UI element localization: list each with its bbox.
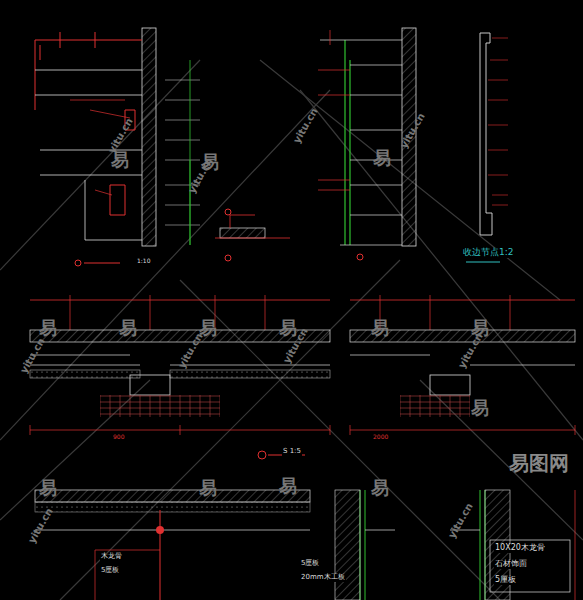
ceiling-detail [35, 490, 310, 600]
small-detail [215, 209, 290, 261]
watermark: 易 [370, 478, 390, 498]
watermark: yitu.cn [445, 500, 475, 541]
watermark: yitu.cn [290, 105, 320, 146]
plan-sections [30, 295, 575, 459]
watermark: 易 [278, 476, 298, 496]
annotation: 5厘板 [300, 560, 320, 568]
wall-detail [335, 490, 575, 600]
watermark: 易 [470, 398, 490, 418]
watermark: 易 [372, 148, 392, 168]
annotation: 木龙骨 [100, 553, 123, 561]
annotation: S 1:5 [282, 448, 302, 456]
watermark-lines [0, 60, 583, 600]
annotation: 5厘板 [100, 567, 120, 575]
annotation: 收边节点1:2 [462, 248, 514, 258]
watermark: 易 [198, 478, 218, 498]
annotation: 5厘板 [494, 576, 517, 585]
annotation: 石材饰面 [494, 560, 528, 569]
elevation-section-left [35, 28, 200, 266]
annotation: 1:10 [136, 258, 151, 265]
watermark: 易 [118, 318, 138, 338]
annotation: 10X20木龙骨 [494, 544, 546, 553]
watermark: 易 [38, 478, 58, 498]
skirting-profile [466, 33, 508, 262]
annotation: 20mm木工板 [300, 574, 346, 582]
dimension: 2000 [372, 434, 389, 441]
watermark: 易 [38, 318, 58, 338]
watermark: 易 [370, 318, 390, 338]
watermark: 易图网 [508, 452, 570, 474]
dimension: 900 [112, 434, 125, 441]
